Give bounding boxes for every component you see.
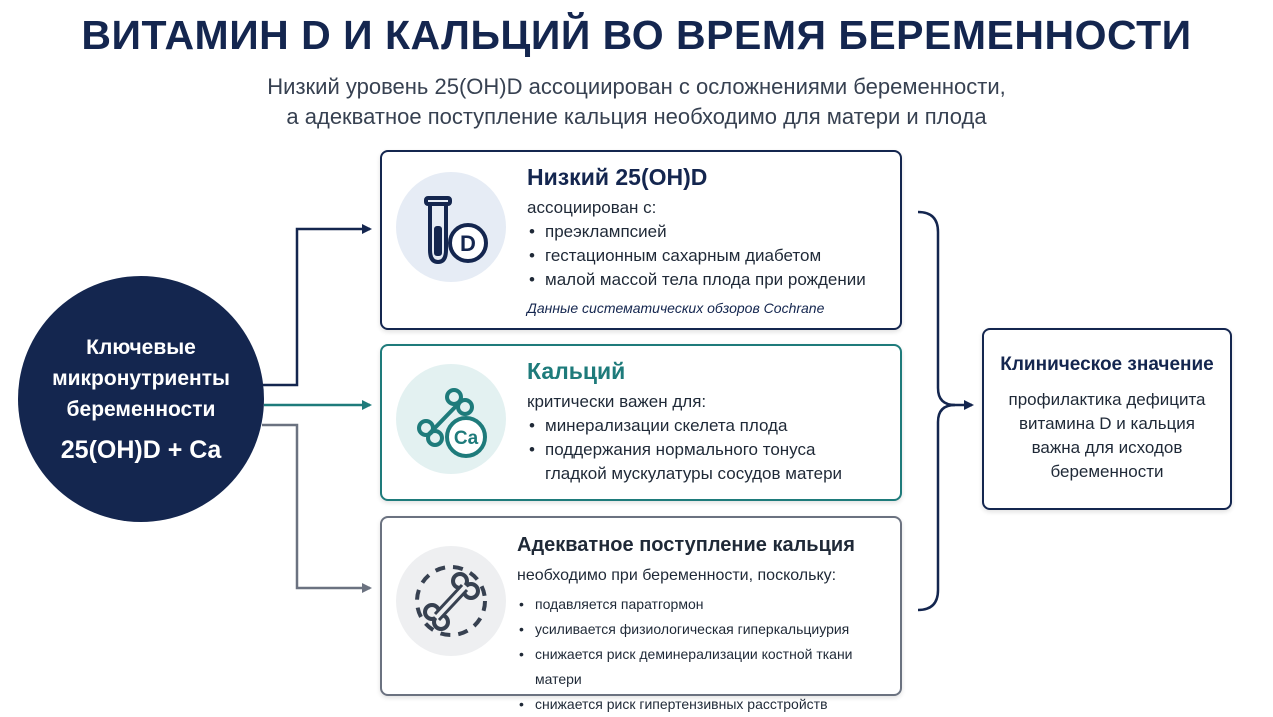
hub-circle: Ключевые микронутриенты беременности 25(… xyxy=(18,276,264,522)
clinical-text: профилактика дефицита витамина D и кальц… xyxy=(984,388,1230,484)
intake-bullets: подавляется паратгормон усиливается физи… xyxy=(517,592,892,717)
vitamin-d-icon-label: D xyxy=(460,231,476,256)
calcium-icon-label: Ca xyxy=(454,428,479,449)
vitamin-d-source: Данные систематических обзоров Cochrane xyxy=(527,300,825,316)
hub-line-1: Ключевые xyxy=(86,336,196,359)
calcium-bullets: минерализации скелета плода поддержания … xyxy=(527,414,892,486)
calcium-card: Ca Кальций критически важен для: минерал… xyxy=(380,344,902,501)
calcium-title: Кальций xyxy=(527,358,626,384)
list-item: минерализации скелета плода xyxy=(527,414,892,438)
clinical-line-4: беременности xyxy=(1050,462,1164,481)
calcium-intake-card: Адекватное поступление кальция необходим… xyxy=(380,516,902,717)
clinical-title: Клиническое значение xyxy=(1000,354,1214,375)
arrow-to-intake xyxy=(262,423,372,593)
subtitle-line-2: а адекватное поступление кальция необход… xyxy=(286,104,987,129)
hub-line-2: микронутриенты xyxy=(52,367,230,390)
page-subtitle: Низкий уровень 25(OH)D ассоциирован с ос… xyxy=(0,72,1273,132)
vitamin-d-card: D Низкий 25(OH)D ассоциирован с: преэкла… xyxy=(380,150,902,330)
intake-title: Адекватное поступление кальция xyxy=(517,534,855,556)
list-item: подавляется паратгормон xyxy=(517,592,892,617)
bracket-to-clinical xyxy=(917,210,956,612)
list-item: усиливается физиологическая гиперкальциу… xyxy=(517,617,892,642)
hub-formula: 25(OH)D + Ca xyxy=(60,436,222,464)
hub-line-3: беременности xyxy=(66,398,216,421)
list-item: малой массой тела плода при рождении xyxy=(527,268,892,292)
vitamin-d-bullets: преэклампсией гестационным сахарным диаб… xyxy=(527,220,892,292)
list-item: гладкой мускулатуры сосудов матери xyxy=(545,464,843,483)
arrow-to-vitamin-d xyxy=(262,224,372,387)
page-title: ВИТАМИН D И КАЛЬЦИЙ ВО ВРЕМЯ БЕРЕМЕННОСТ… xyxy=(81,12,1192,58)
subtitle-line-1: Низкий уровень 25(OH)D ассоциирован с ос… xyxy=(267,74,1006,99)
bone-icon: Ca xyxy=(396,364,506,474)
clinical-significance-box: Клиническое значение профилактика дефици… xyxy=(982,328,1232,510)
list-item: преэклампсией xyxy=(527,220,892,244)
clinical-line-3: важна для исходов xyxy=(1031,438,1183,457)
list-item: гестационным сахарным диабетом xyxy=(527,244,892,268)
intake-lead: необходимо при беременности, поскольку: xyxy=(517,567,837,584)
list-item: снижается риск гипертензивных расстройст… xyxy=(517,692,892,717)
vitamin-d-title: Низкий 25(OH)D xyxy=(527,164,708,190)
clinical-line-2: витамина D и кальция xyxy=(1018,414,1196,433)
bone-dashed-ring-icon xyxy=(396,546,506,656)
test-tube-icon: D xyxy=(396,172,506,282)
list-item: снижается риск деминерализации костной т… xyxy=(517,642,892,692)
calcium-lead: критически важен для: xyxy=(527,392,707,411)
clinical-line-1: профилактика дефицита xyxy=(1008,390,1206,409)
list-item: поддержания нормального тонуса xyxy=(527,438,892,462)
vitamin-d-lead: ассоциирован с: xyxy=(527,198,657,217)
